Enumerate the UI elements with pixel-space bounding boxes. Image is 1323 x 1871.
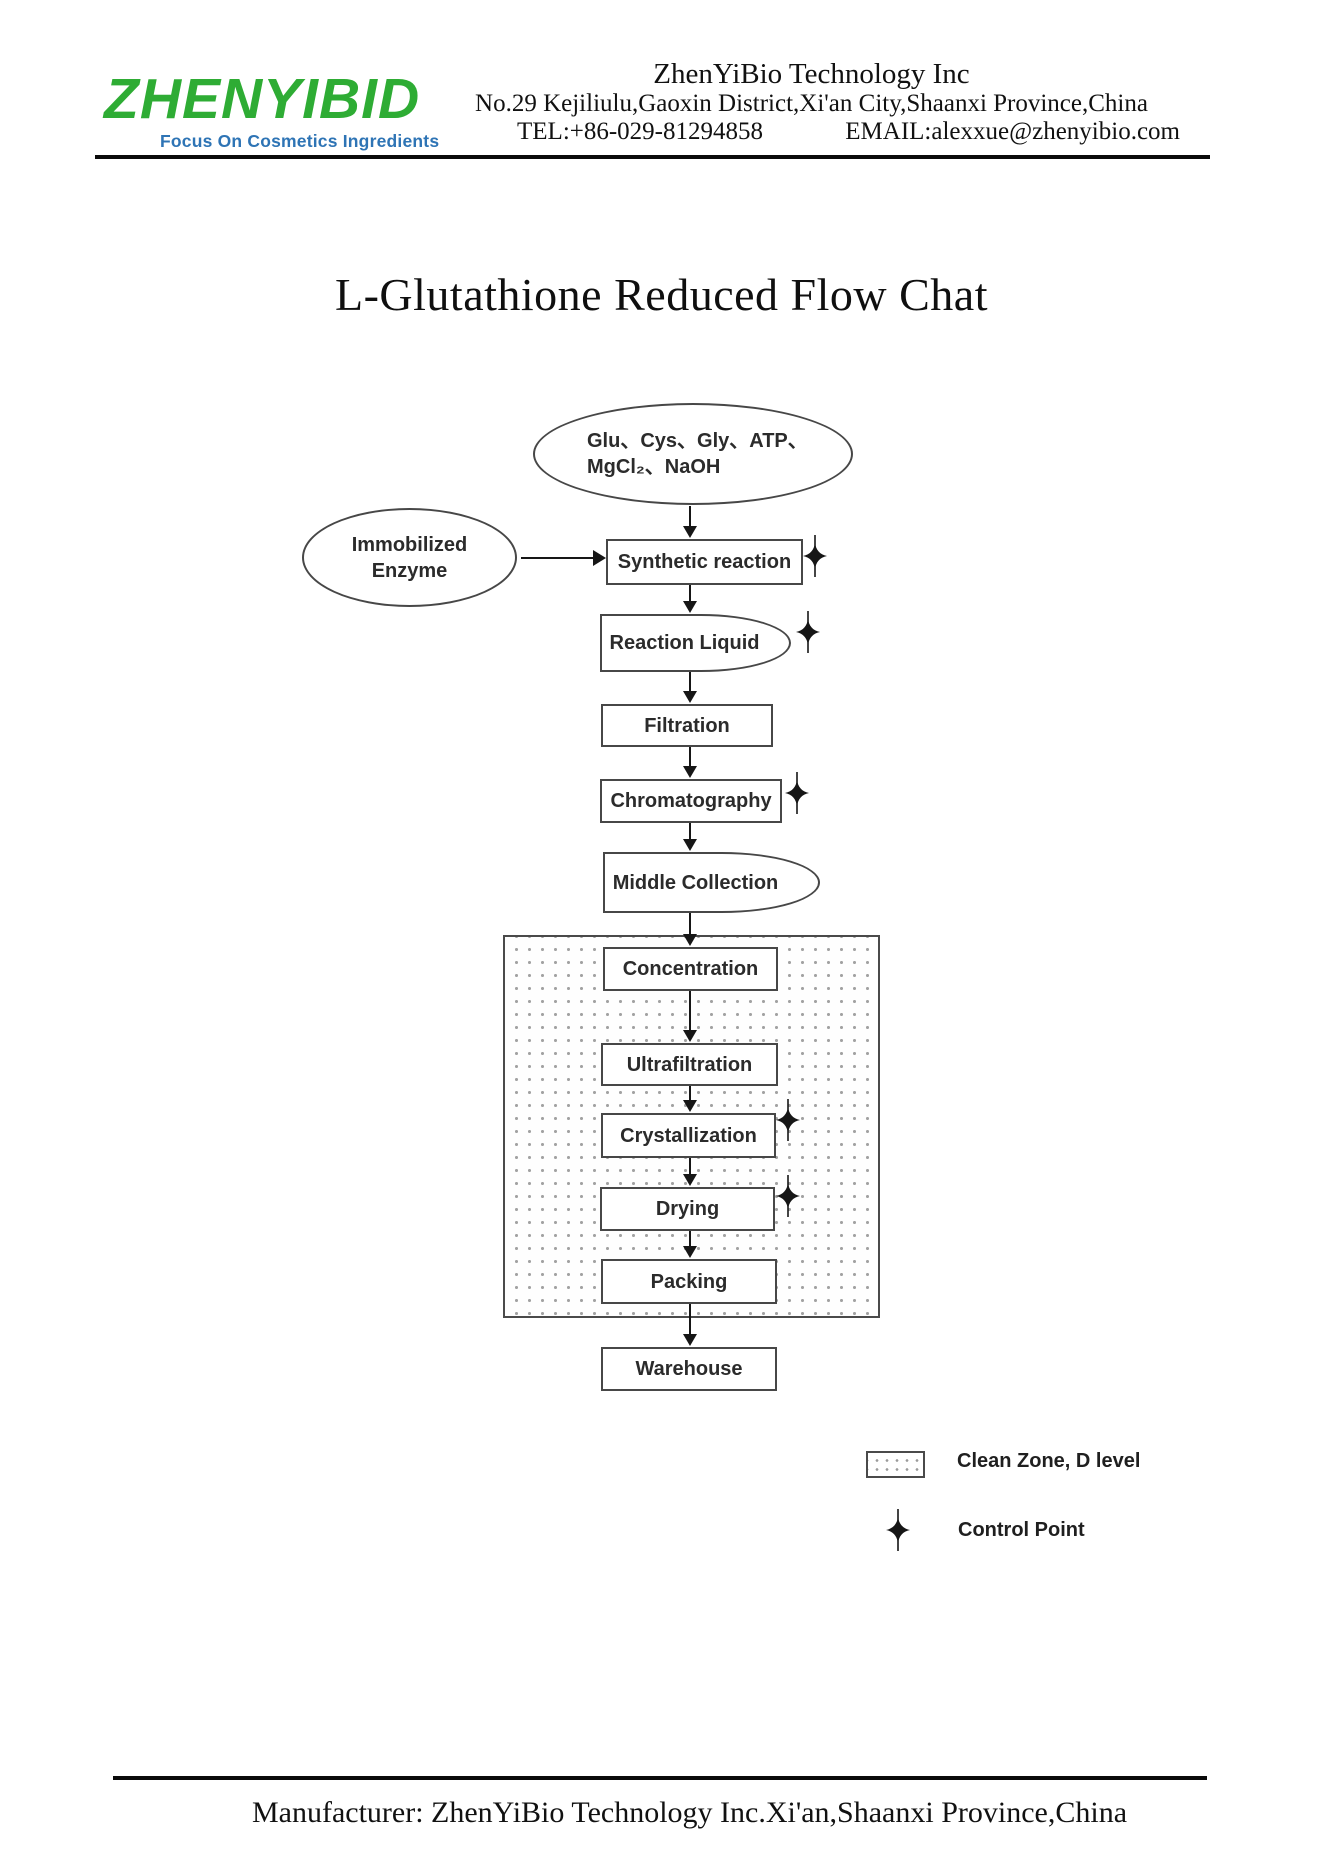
arrow-liquid-to-filtration [683,672,697,703]
company-contact-row: TEL:+86-029-81294858 EMAIL:alexxue@zheny… [443,118,1180,146]
step-label: Warehouse [635,1358,743,1380]
arrowhead-right [593,550,606,566]
company-address: No.29 Kejiliulu,Gaoxin District,Xi'an Ci… [475,90,1148,117]
company-logo: ZHENYIBID [104,67,421,131]
enzyme-line1: Immobilized [351,533,468,556]
legend-control-point-label: Control Point [958,1519,1085,1541]
step-label: Chromatography [610,790,772,812]
arrowhead-down [683,1174,697,1186]
step-label: Concentration [622,958,759,980]
node-crystallization: Crystallization [601,1113,776,1158]
arrow-chromatography-to-middle [683,823,697,851]
arrow-drying-to-packing [683,1231,697,1258]
node-raw-materials: Glu、Cys、Gly、ATP、 MgCl₂、NaOH [533,403,853,505]
step-label: Ultrafiltration [626,1053,753,1076]
company-tel: TEL:+86-029-81294858 [517,118,764,145]
step-label: Filtration [644,714,730,737]
arrow-concentration-to-ultrafiltration [683,991,697,1042]
arrow-middle-to-concentration [683,913,697,946]
control-point-icon-crystallization [776,1099,800,1141]
arrow-filtration-to-chromatography [683,747,697,778]
node-packing: Packing [601,1259,777,1304]
step-label: Crystallization [620,1124,757,1147]
manufacturer-line: Manufacturer: ZhenYiBio Technology Inc.X… [251,1796,1128,1829]
legend-control-point-icon [886,1509,910,1551]
node-middle-collection: Middle Collection [603,852,820,913]
control-point-icon-drying [776,1175,800,1217]
page-title: L-Glutathione Reduced Flow Chat [335,269,988,320]
step-label: Reaction Liquid [609,632,760,654]
step-label: Drying [655,1198,720,1220]
company-name: ZhenYiBio Technology Inc [653,58,970,90]
logo-tagline: Focus On Cosmetics Ingredients [160,131,440,151]
arrowhead-down [683,1246,697,1258]
step-label: Synthetic reaction [617,551,792,573]
legend-clean-zone-label: Clean Zone, D level [957,1450,1141,1472]
arrow-ultrafiltration-to-crystallization [683,1086,697,1112]
letterhead-info: ZhenYiBio Technology Inc No.29 Kejiliulu… [443,58,1180,146]
arrowhead-down [683,1100,697,1112]
arrowhead-down [683,766,697,778]
step-label: Packing [650,1270,728,1293]
control-point-icon-synthetic-reaction [803,535,827,577]
control-point-icon-chromatography [785,772,809,814]
arrow-crystallization-to-drying [683,1158,697,1186]
arrow-packing-to-warehouse [683,1304,697,1346]
arrowhead-down [683,1334,697,1346]
arrow-enzyme-to-synthetic [521,550,606,566]
raw-materials-line2: MgCl₂、NaOH [587,456,721,478]
node-synthetic-reaction: Synthetic reaction [606,539,803,585]
node-reaction-liquid: Reaction Liquid [600,614,791,672]
arrowhead-down [683,934,697,946]
node-filtration: Filtration [601,704,773,747]
raw-materials-line1: Glu、Cys、Gly、ATP、 [587,430,808,452]
enzyme-line2: Enzyme [371,559,448,582]
node-immobilized-enzyme: Immobilized Enzyme [302,508,517,607]
arrowhead-down [683,526,697,538]
step-label: Middle Collection [612,871,779,894]
node-drying: Drying [600,1187,775,1231]
arrowhead-down [683,601,697,613]
node-chromatography: Chromatography [600,779,782,823]
arrow-materials-to-synthetic [683,506,697,538]
clean-zone-swatch-icon [866,1451,925,1478]
arrow-synthetic-to-liquid [683,585,697,613]
arrowhead-down [683,839,697,851]
node-warehouse: Warehouse [601,1347,777,1391]
footer-divider [113,1776,1207,1780]
arrowhead-down [683,691,697,703]
header-divider [95,155,1210,159]
node-concentration: Concentration [603,947,778,991]
arrowhead-down [683,1030,697,1042]
company-email: EMAIL:alexxue@zhenyibio.com [845,118,1180,145]
control-point-icon-reaction-liquid [796,611,820,653]
node-ultrafiltration: Ultrafiltration [601,1043,778,1086]
